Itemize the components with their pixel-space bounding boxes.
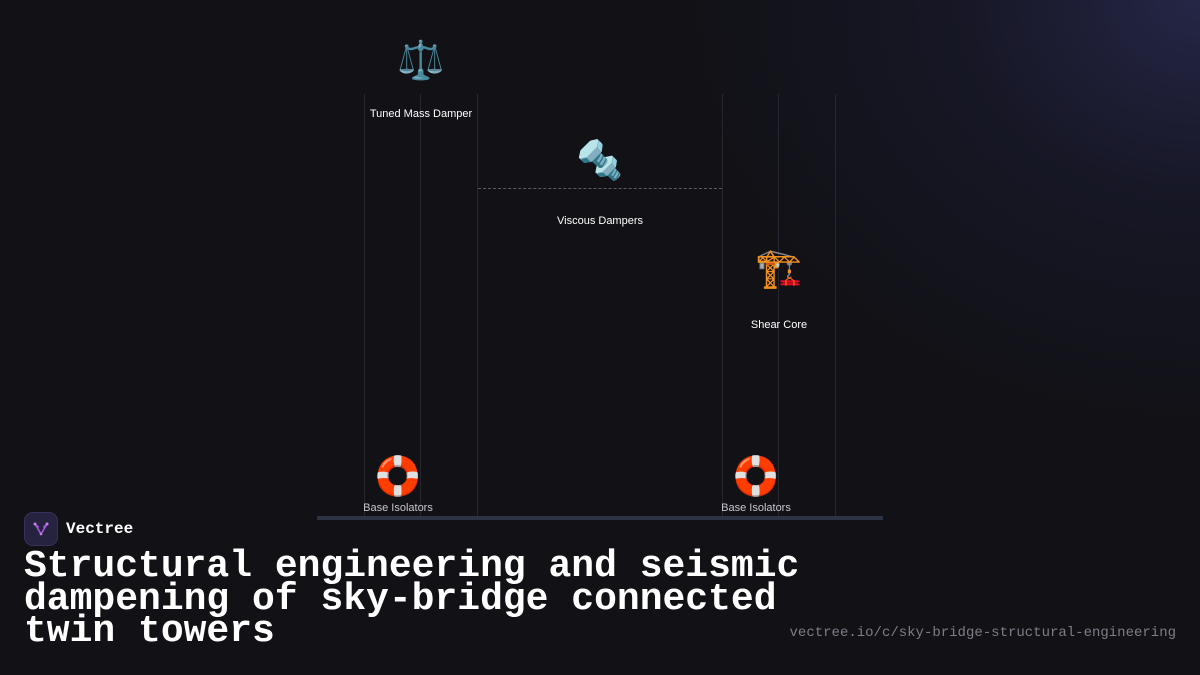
nut-bolt-icon: 🔩 (576, 140, 624, 182)
source-url: vectree.io/c/sky-bridge-structural-engin… (789, 625, 1176, 641)
node-viscous-dampers: 🔩 Viscous Dampers (557, 139, 643, 227)
vectree-logo-icon (24, 512, 58, 546)
node-base-isolators-left: 🛟 Base Isolators (363, 455, 433, 514)
left-tower-edge (364, 94, 365, 516)
left-tower-core-line (420, 94, 421, 516)
node-tuned-mass-damper: ⚖️ Tuned Mass Damper (370, 39, 472, 120)
ground-line (317, 516, 883, 520)
sky-bridge-connector (478, 188, 722, 189)
node-shear-core: 🏗️ Shear Core (751, 247, 807, 331)
node-label: Tuned Mass Damper (369, 108, 473, 120)
node-label: Base Isolators (363, 502, 433, 514)
node-label: Base Isolators (721, 502, 791, 514)
right-tower-core-line (778, 94, 779, 516)
node-label: Shear Core (750, 319, 808, 331)
right-tower-edge (722, 94, 723, 516)
brand: Vectree (24, 512, 133, 546)
balance-scale-icon: ⚖️ (397, 40, 445, 82)
page-title: Structural engineering and seismic dampe… (24, 545, 800, 653)
right-tower-edge (835, 94, 836, 516)
construction-crane-icon: 🏗️ (755, 248, 803, 290)
left-tower-edge (477, 94, 478, 516)
node-label: Viscous Dampers (557, 215, 643, 227)
ring-buoy-icon: 🛟 (732, 456, 780, 498)
brand-name: Vectree (66, 520, 134, 538)
ring-buoy-icon: 🛟 (374, 456, 422, 498)
node-base-isolators-right: 🛟 Base Isolators (721, 455, 791, 514)
